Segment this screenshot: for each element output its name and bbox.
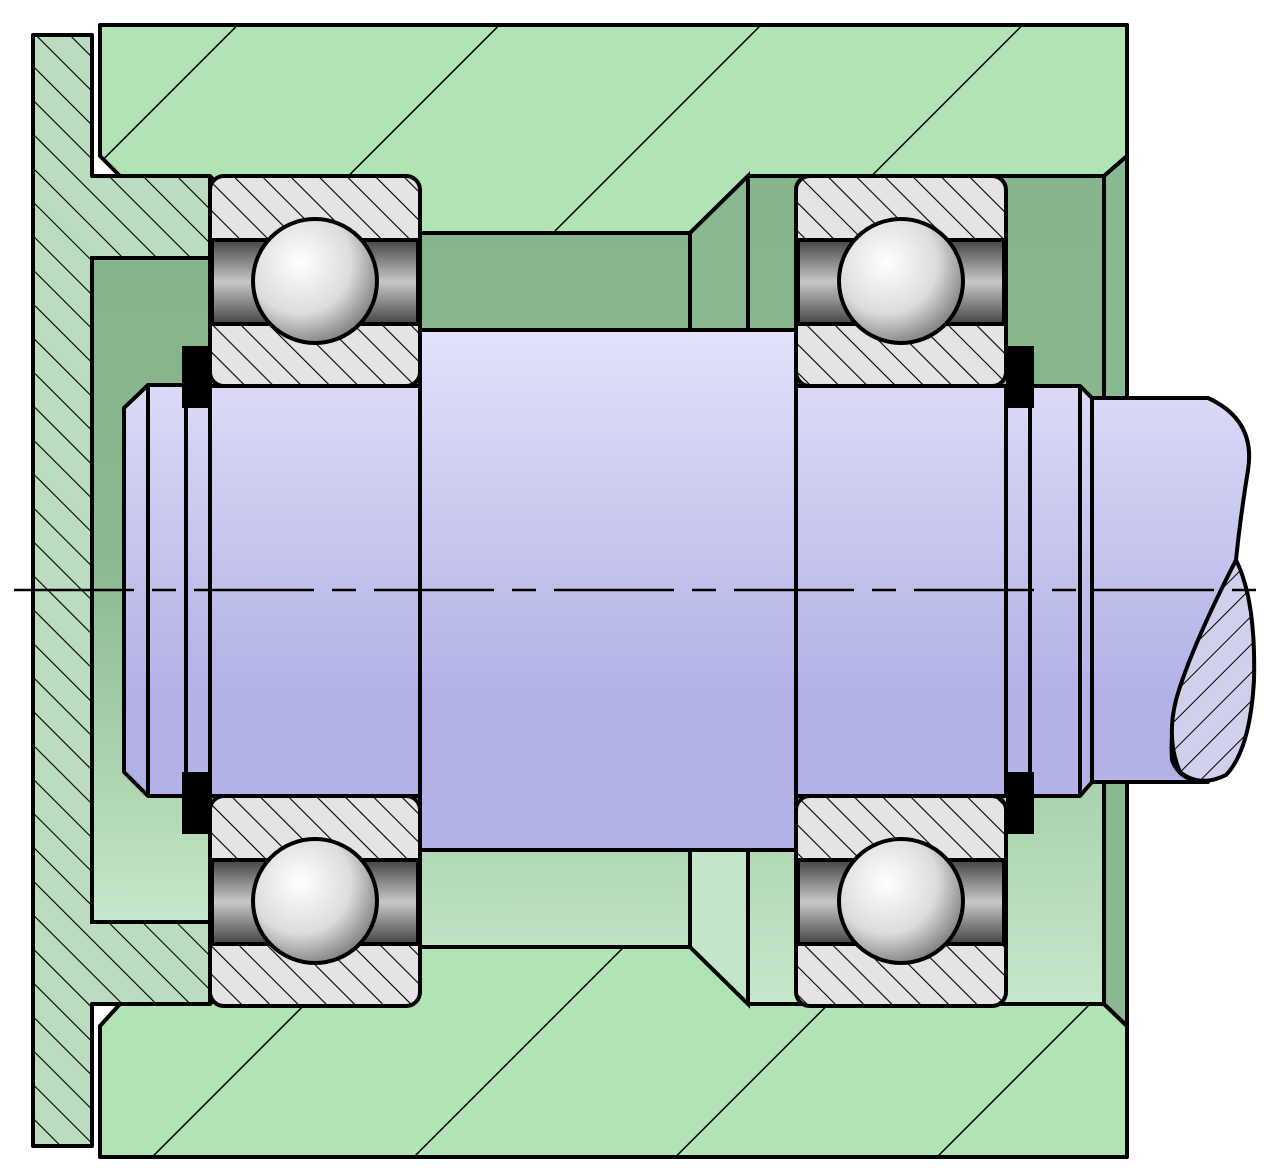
retaining-ring-left-bottom [182,772,210,834]
bearing-left-top [208,174,422,388]
shaft-break-section [1169,555,1257,783]
bearing-right-bottom [794,794,1008,1008]
bearing-left-bottom [208,794,422,1008]
bearing-left-bottom-ball [251,837,379,965]
retaining-ring-right-bottom [1006,772,1034,834]
retaining-ring-right-top [1006,346,1034,408]
bearing-right-top-ball [837,217,965,345]
bearings [208,174,1008,1008]
retaining-ring-left-top [182,346,210,408]
bearing-left-top-ball [251,217,379,345]
bearing-right-top [794,174,1008,388]
bearing-right-bottom-ball [837,837,965,965]
